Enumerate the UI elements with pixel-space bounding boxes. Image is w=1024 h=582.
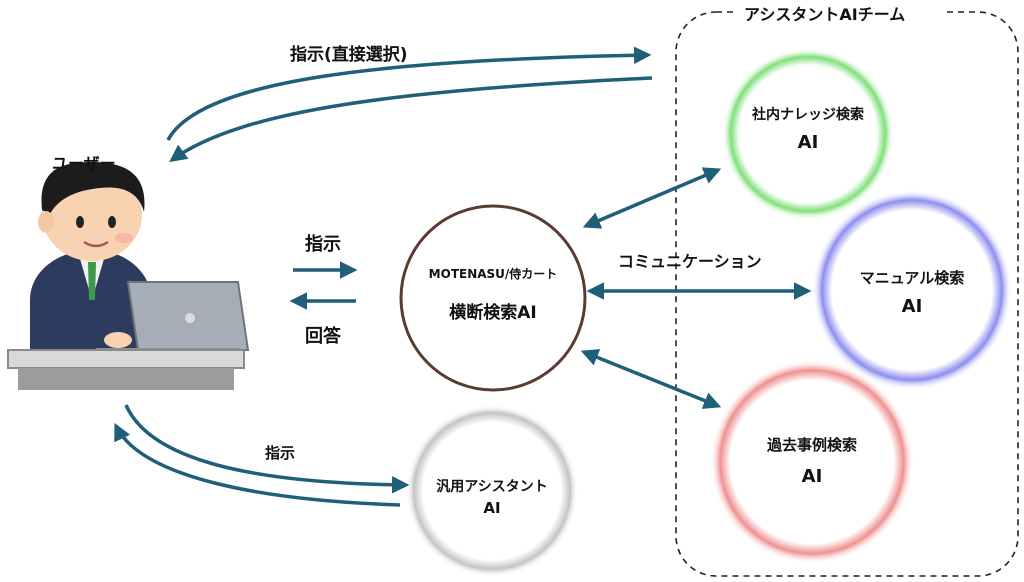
arrows [114,46,812,507]
knowledge-search-ai: AI [797,132,819,153]
past-case-search-circle [710,360,914,564]
answer-label: 回答 [305,326,341,347]
instruction-label: 指示 [305,234,341,255]
central-node-name: MOTENASU/侍カート [428,267,558,281]
knowledge-search-name: 社内ナレッジ検索 [752,107,864,123]
central-node-title: 横断検索AI [449,303,537,323]
team-title: アシスタントAIチーム [744,5,906,24]
manual-search-name: マニュアル検索 [859,269,965,287]
direct-arrow-out [166,46,652,141]
direct-instruction-label: 指示(直接選択) [290,45,408,65]
arrow-to-past-case [580,349,722,409]
general-assistant-circle [406,405,578,577]
user-label: ユーザー [52,154,116,173]
direct-arrow-back [169,76,653,163]
past-case-search-name: 過去事例検索 [766,436,857,454]
user-illustration [7,162,250,390]
general-arrow-out [124,404,410,494]
cross-search-circle [399,204,587,392]
general-assistant-ai: AI [483,499,501,517]
assistant-team-box [675,11,1019,577]
communication-label: コミュニケーション [618,252,762,271]
manual-search-ai: AI [901,296,923,317]
general-assistant-name: 汎用アシスタント [436,479,548,495]
manual-search-circle [812,190,1012,390]
knowledge-search-circle [722,48,894,220]
past-case-search-ai: AI [801,466,823,487]
arrow-to-knowledge [582,167,722,229]
general-arrow-back [114,422,401,507]
general-instruction-label: 指示 [265,444,296,462]
